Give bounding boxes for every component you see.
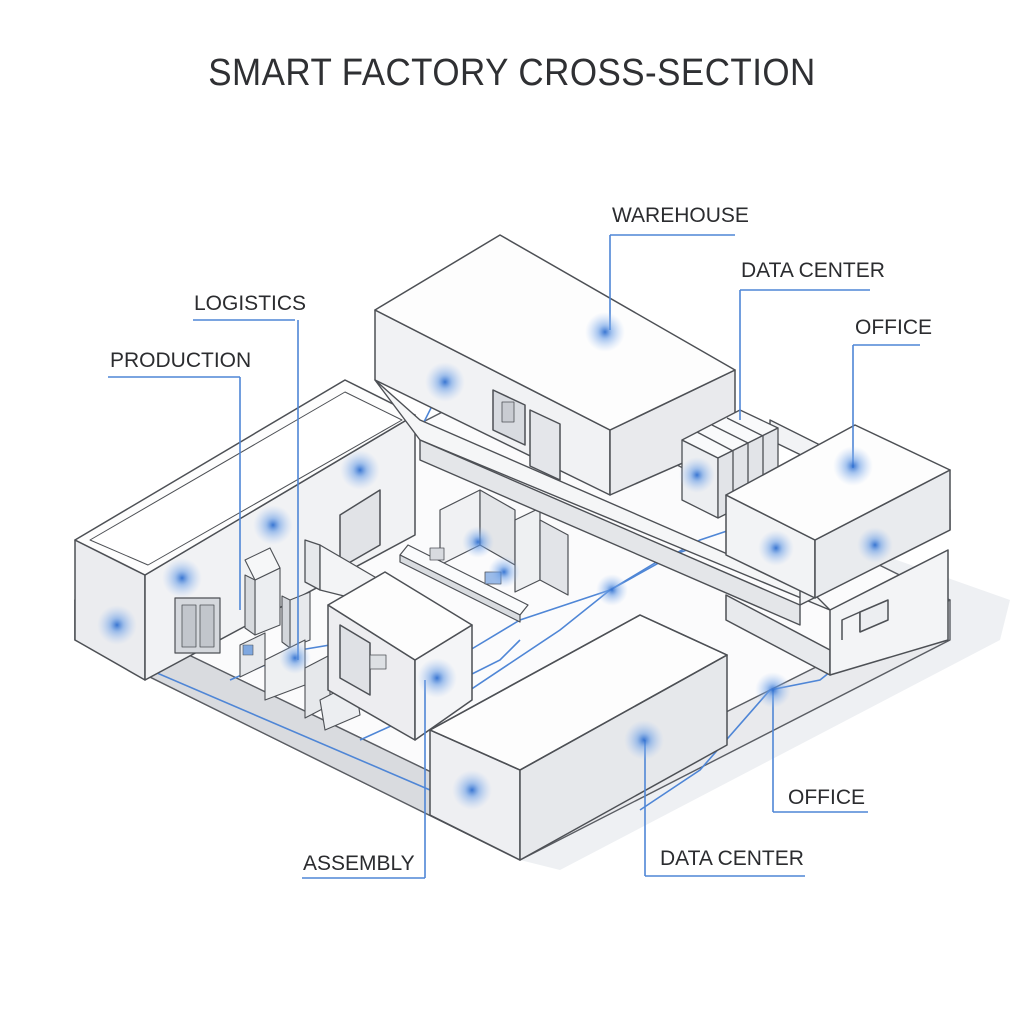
sensor-dot	[253, 505, 293, 545]
sensor-dot	[452, 770, 492, 810]
label-data-center-top: DATA CENTER	[741, 259, 885, 282]
sensor-dot	[340, 450, 380, 490]
sensor-dots	[97, 312, 893, 810]
label-warehouse: WAREHOUSE	[612, 204, 749, 227]
label-production: PRODUCTION	[110, 349, 251, 372]
sensor-dot	[758, 530, 794, 566]
sensor-dot	[488, 556, 520, 588]
sensor-dot	[585, 312, 625, 352]
sensor-dot	[833, 446, 873, 486]
sensor-dot	[596, 574, 628, 606]
sensor-dot	[755, 672, 791, 708]
sensor-dot	[425, 362, 465, 402]
production-machines	[239, 547, 361, 731]
diagram-title: SMART FACTORY CROSS-SECTION	[208, 52, 816, 94]
warehouse-building	[374, 234, 736, 496]
label-logistics: LOGISTICS	[194, 292, 306, 315]
sensor-dot	[857, 527, 893, 563]
sensor-dot	[679, 457, 715, 493]
sensor-dot	[279, 642, 311, 674]
sensor-dot	[462, 526, 494, 558]
label-office-bottom: OFFICE	[788, 786, 865, 809]
label-data-center-bottom: DATA CENTER	[660, 847, 804, 870]
sensor-dot	[162, 558, 202, 598]
label-assembly: ASSEMBLY	[303, 852, 415, 875]
sensor-dot	[97, 605, 137, 645]
sensor-dot	[624, 720, 664, 760]
callout-leaders	[108, 234, 920, 879]
label-office-top: OFFICE	[855, 316, 932, 339]
sensor-dot	[417, 658, 457, 698]
